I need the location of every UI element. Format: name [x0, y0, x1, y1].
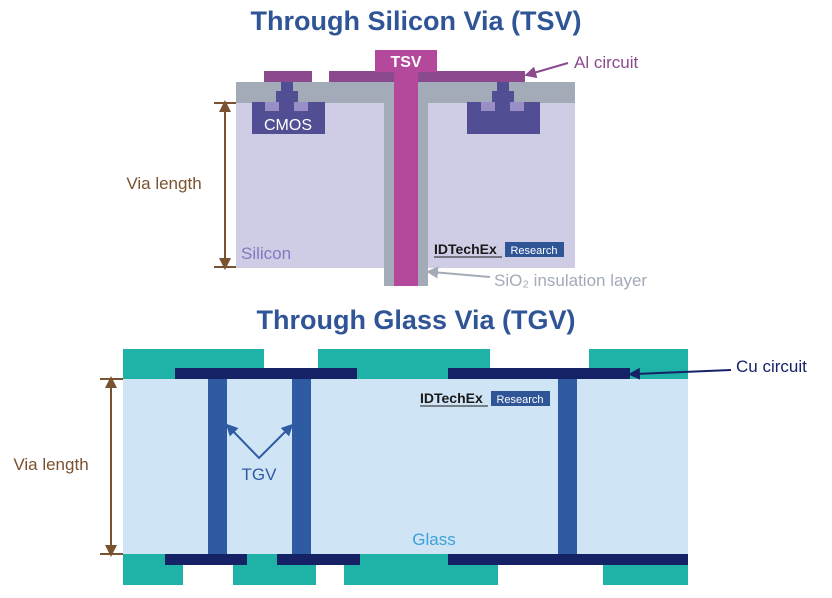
al-circuit-left [264, 71, 312, 82]
glass-label: Glass [412, 530, 455, 549]
cmos-right-pad-1 [481, 102, 495, 111]
cmos-contact-right-bar [492, 91, 514, 102]
tsv-via-length-label: Via length [126, 174, 201, 193]
cmos-right [467, 102, 540, 134]
cmos-contact-left [281, 82, 293, 91]
cmos-left-pad-1 [265, 102, 279, 111]
al-circuit-label: Al circuit [574, 53, 639, 72]
tsv-diagram: TSV CMOS Al circuit Via length Silicon I… [126, 50, 647, 290]
tgv-via-2 [292, 379, 311, 554]
tsv-title: Through Silicon Via (TSV) [250, 6, 582, 36]
al-circuit-right [329, 71, 525, 82]
cu-circuit-bottom-2 [277, 554, 360, 565]
cmos-left-pad-2 [294, 102, 308, 111]
cu-circuit-top-left [175, 368, 357, 379]
silicon-label: Silicon [241, 244, 291, 263]
sio2-arrow [426, 266, 491, 279]
cu-circuit-bottom-1 [165, 554, 247, 565]
glass-substrate [123, 379, 688, 554]
cmos-left [252, 102, 325, 134]
tsv-via-label: TSV [390, 54, 421, 71]
tsv-brand-badge-text: Research [510, 245, 557, 257]
tgv-brand-badge [491, 391, 550, 406]
cu-circuit-label: Cu circuit [736, 357, 807, 376]
tsv-cap [375, 50, 437, 72]
tgv-via-length-label: Via length [13, 455, 88, 474]
tgv-via-3 [558, 379, 577, 554]
tgv-brand-badge-text: Research [496, 394, 543, 406]
cmos-label: CMOS [264, 117, 312, 134]
al-circuit-arrow [524, 62, 569, 79]
cu-circuit-bottom-3 [448, 554, 688, 565]
tgv-brand-logo: IDTechEx [420, 390, 483, 406]
cu-circuit-top-right [448, 368, 630, 379]
tsv-brand-logo: IDTechEx [434, 241, 497, 257]
tgv-pointer [225, 423, 294, 460]
cmos-contact-left-bar [276, 91, 298, 102]
cmos-right-pad-2 [510, 102, 524, 111]
sio2-label: SiO₂ insulation layer [494, 271, 647, 290]
tgv-title: Through Glass Via (TGV) [256, 305, 576, 335]
tgv-via-1 [208, 379, 227, 554]
tsv-brand-badge [505, 242, 564, 257]
cu-circuit-arrow [628, 367, 732, 380]
tgv-diagram: TGV Cu circuit Via length Glass IDTechEx… [13, 349, 807, 585]
tsv-via [394, 70, 418, 286]
tgv-label: TGV [242, 465, 278, 484]
cmos-contact-right [497, 82, 509, 91]
